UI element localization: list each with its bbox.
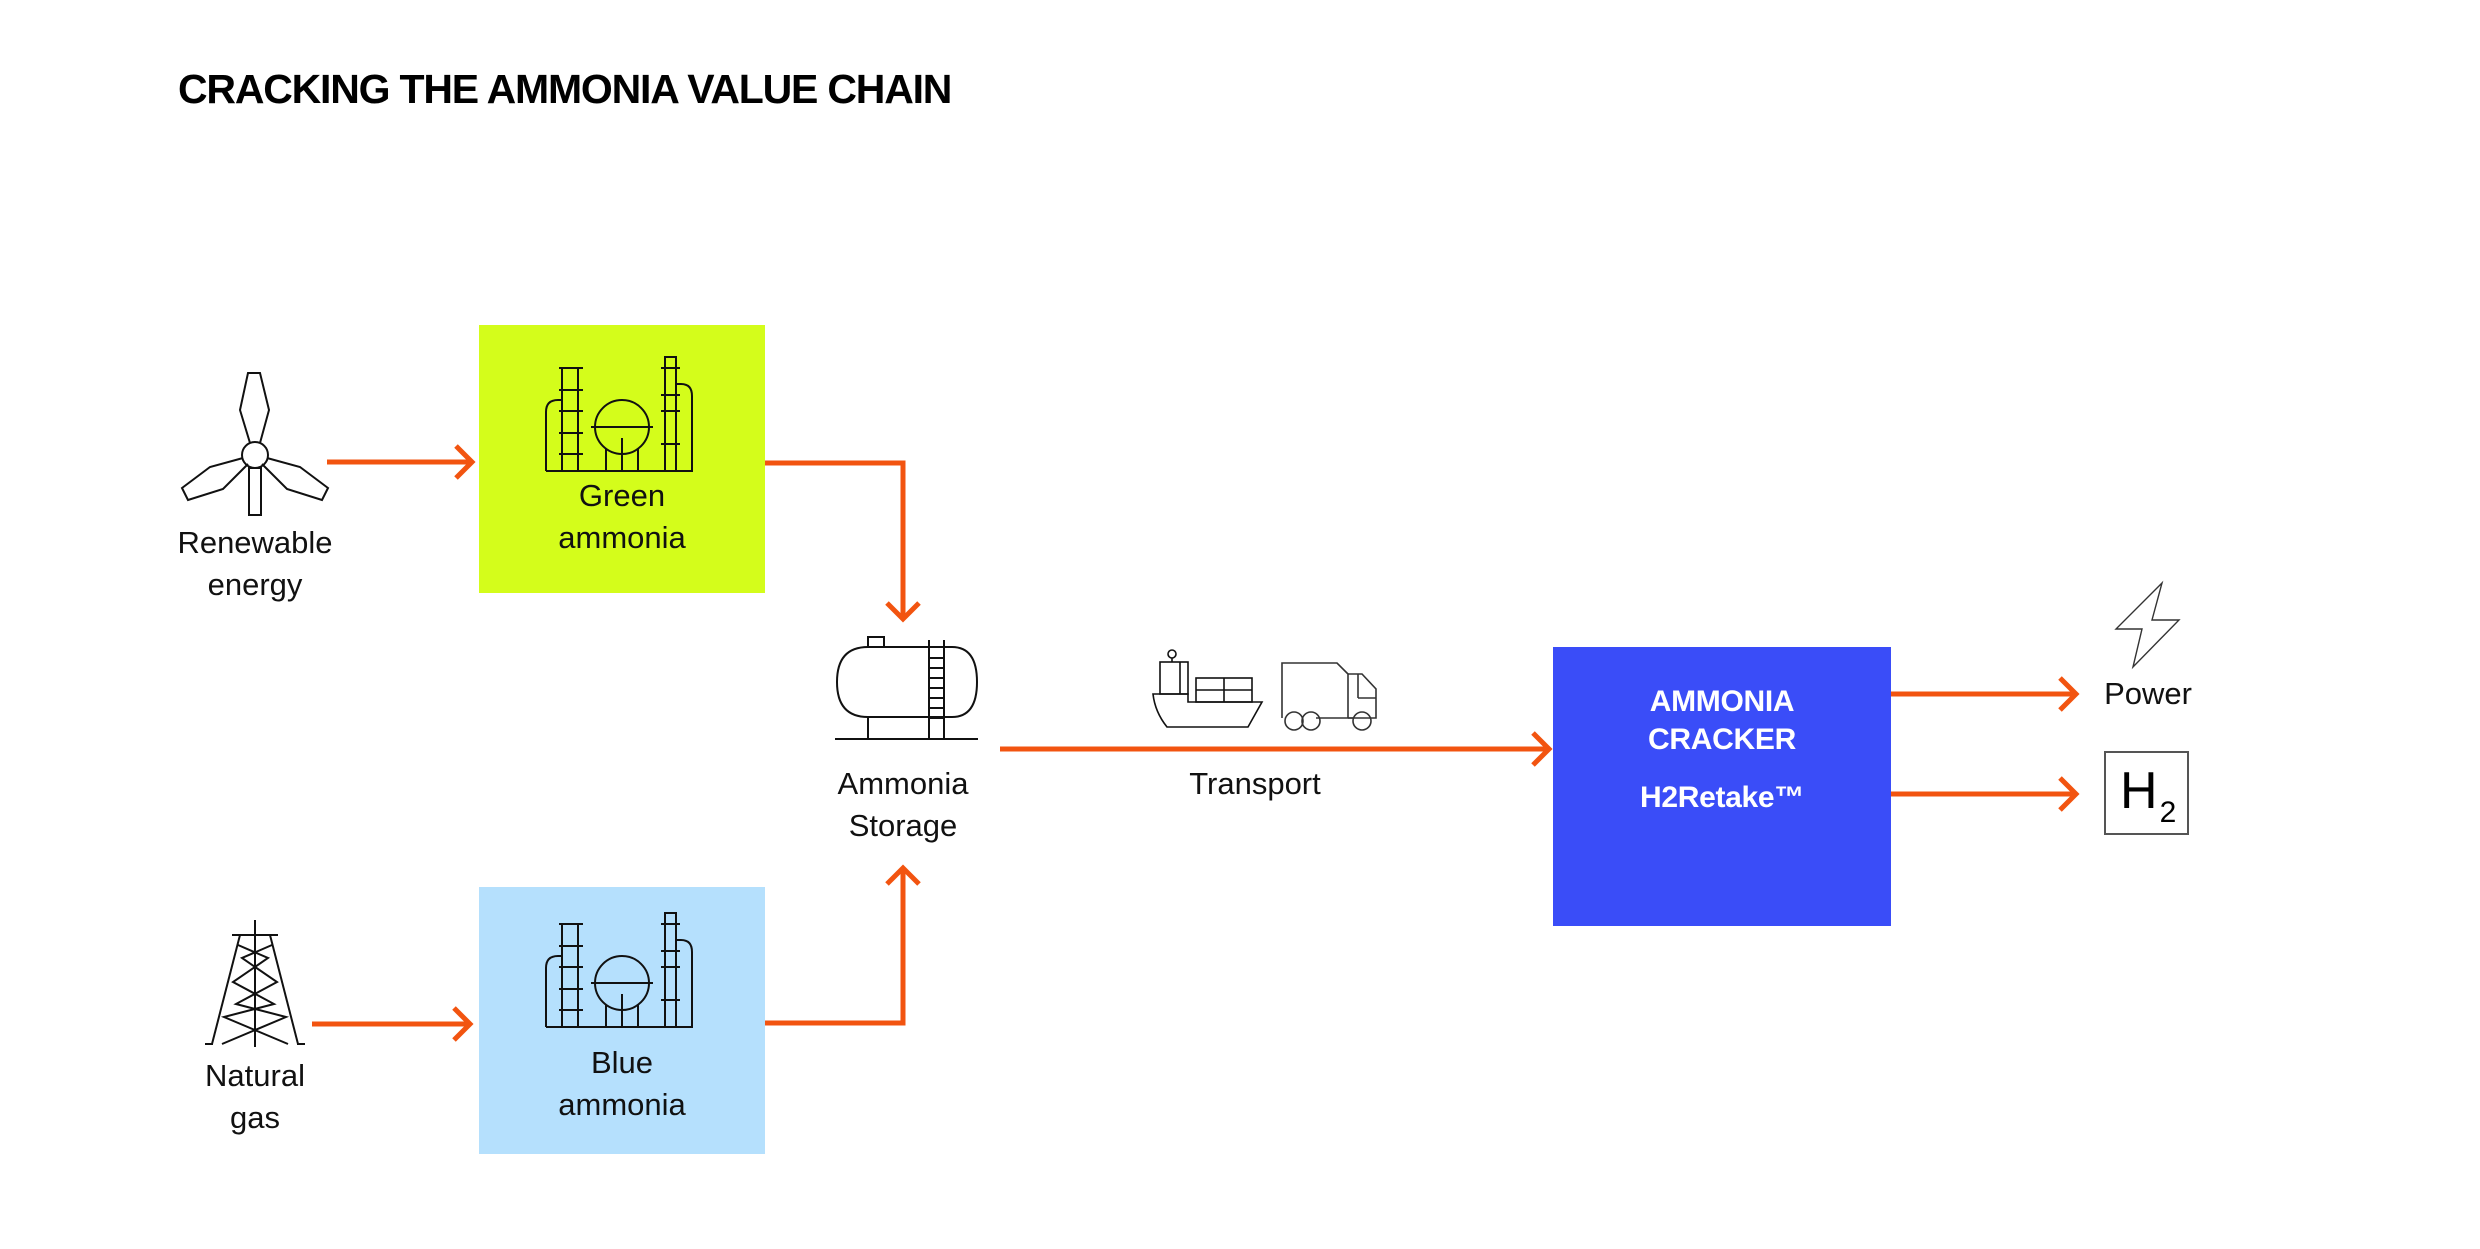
- ammonia-cracker-box: AMMONIA CRACKER H2Retake™: [1553, 647, 1891, 926]
- wind-turbine-icon: [180, 372, 330, 516]
- power-label: Power: [2104, 676, 2192, 711]
- lightning-bolt-icon: [2114, 580, 2181, 670]
- storage-tank-icon: [835, 636, 979, 740]
- natural-gas-label-line1: Natural: [205, 1058, 305, 1093]
- hydrogen-symbol: H2: [2120, 761, 2177, 829]
- arrow-green-to-storage: [765, 460, 921, 623]
- cracker-title-line2: CRACKER: [1648, 723, 1796, 756]
- blue-ammonia-label-line1: Blue: [590, 1045, 654, 1080]
- natural-gas-label-line2: gas: [230, 1100, 280, 1135]
- cargo-ship-icon: [1152, 649, 1264, 728]
- blue-plant-icon: [545, 912, 694, 1028]
- storage-label-line2: Storage: [848, 808, 958, 843]
- arrow-cracker-to-power: [1891, 676, 2080, 712]
- ammonia-storage-label: Ammonia Storage: [803, 763, 1003, 847]
- arrow-storage-to-cracker: [1000, 731, 1553, 767]
- transport-label: Transport: [1189, 766, 1321, 801]
- cracker-title-line1: AMMONIA: [1649, 685, 1795, 718]
- natural-gas-label: Natural gas: [155, 1055, 355, 1139]
- green-ammonia-label-line2: ammonia: [558, 520, 686, 555]
- green-ammonia-label: Green ammonia: [479, 475, 765, 559]
- hydrogen-letter: H: [2120, 762, 2158, 820]
- arrow-renewable-to-green: [327, 444, 476, 480]
- truck-icon: [1281, 662, 1377, 731]
- green-ammonia-label-line1: Green: [578, 478, 666, 513]
- green-plant-icon: [545, 356, 694, 472]
- storage-label-line1: Ammonia: [837, 766, 969, 801]
- hydrogen-subscript: 2: [2159, 796, 2177, 829]
- hydrogen-h2-box: H2: [2104, 751, 2189, 835]
- arrow-blue-to-storage: [765, 864, 921, 1026]
- arrow-cracker-to-h2: [1891, 776, 2080, 812]
- blue-ammonia-label: Blue ammonia: [479, 1042, 765, 1126]
- renewable-energy-label: Renewable energy: [155, 522, 355, 606]
- renewable-label-line2: energy: [207, 567, 303, 602]
- cracker-product-name: H2Retake™: [1639, 781, 1805, 814]
- gas-derrick-icon: [205, 920, 305, 1047]
- blue-ammonia-label-line2: ammonia: [558, 1087, 686, 1122]
- arrow-gas-to-blue: [312, 1006, 474, 1042]
- renewable-label-line1: Renewable: [177, 525, 333, 560]
- diagram-title: CRACKING THE AMMONIA VALUE CHAIN: [178, 66, 952, 112]
